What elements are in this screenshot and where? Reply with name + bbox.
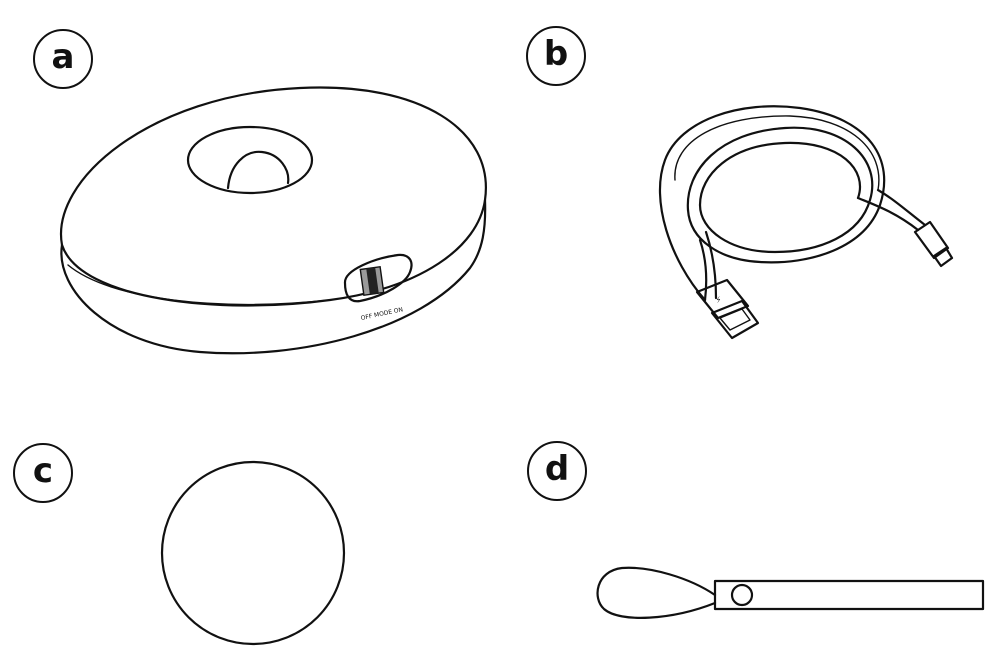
item-label-a: a — [33, 29, 93, 89]
usb-cable: ⚡ — [658, 105, 954, 340]
cable-tail-usb — [698, 238, 708, 302]
usb-a-plug — [710, 299, 760, 340]
switch-housing — [343, 253, 413, 303]
cable-coil-outer — [658, 105, 886, 302]
round-disc — [160, 460, 346, 646]
usb-symbol-icon: ⚡ — [715, 295, 723, 305]
item-label-d: d — [527, 441, 587, 501]
mode-switch: OFF MODE ON — [343, 253, 413, 322]
device-bottom-edge — [60, 198, 487, 355]
device-center-recess — [186, 125, 314, 195]
micro-usb-body — [913, 220, 950, 260]
usb-a-plug-inner — [719, 308, 751, 331]
strap-rivet — [730, 583, 754, 607]
wrist-strap — [596, 566, 985, 619]
strap-loop — [596, 566, 717, 619]
strap-band — [713, 579, 985, 611]
round-device: OFF MODE ON — [59, 86, 487, 355]
device-center-button — [226, 150, 290, 190]
item-label-c: c — [13, 443, 73, 503]
device-top-outline — [59, 86, 487, 307]
cable-tail-usb-2 — [704, 230, 718, 300]
micro-usb-connector — [913, 220, 954, 268]
switch-knob — [366, 267, 379, 295]
usb-a-housing — [695, 278, 750, 320]
cable-tail-2 — [876, 188, 927, 227]
device-rim-line — [67, 264, 331, 306]
cable-tail — [856, 196, 920, 232]
usb-a-connector: ⚡ — [695, 278, 760, 340]
micro-usb-plug — [932, 246, 954, 268]
cable-coil-inner-2 — [674, 115, 880, 191]
cable-coil-middle — [686, 126, 874, 254]
item-label-b: b — [526, 26, 586, 86]
cable-coil-inner — [698, 141, 861, 207]
